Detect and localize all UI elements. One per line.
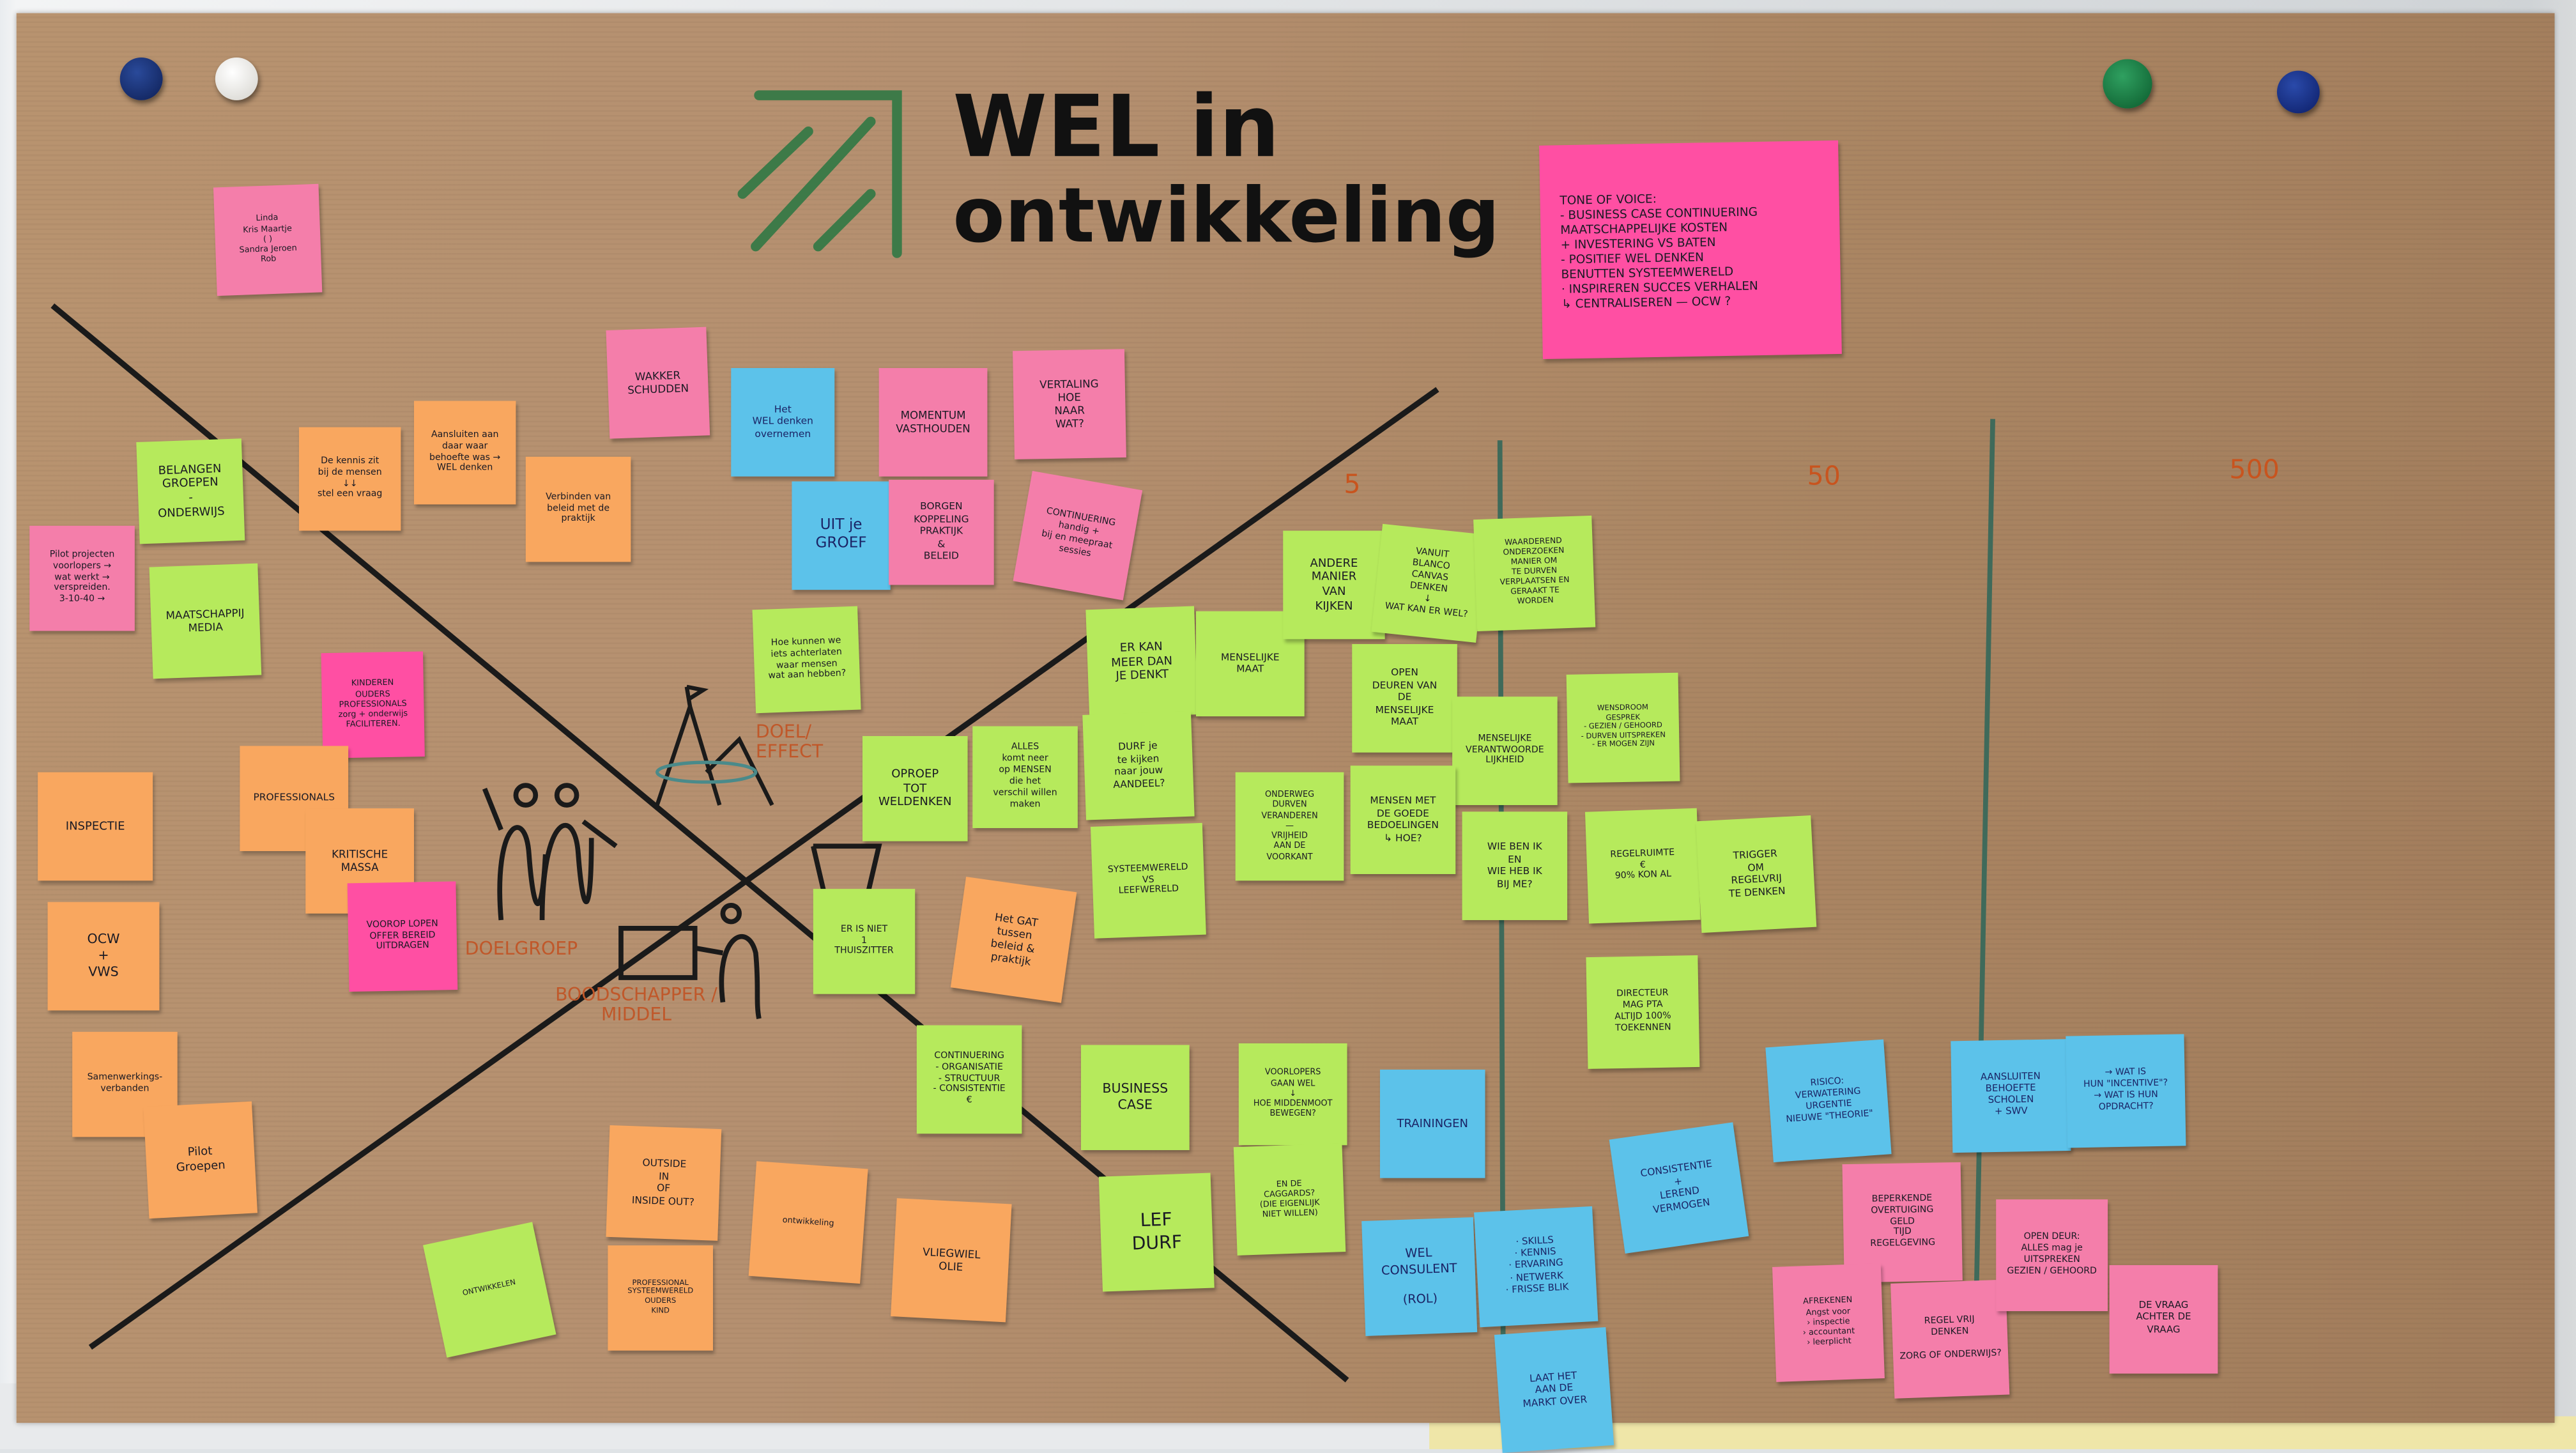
sticky-note-consistentie-lerend: CONSISTENTIE + LEREND VERMOGEN — [1609, 1122, 1749, 1254]
sticky-note-pilot-groepen: Pilot Groepen — [143, 1101, 258, 1219]
sticky-note-borgen-koppeling: BORGEN KOPPELING PRAKTIJK & BELEID — [889, 479, 994, 585]
sticky-note-lef-durf: LEF DURF — [1098, 1172, 1215, 1292]
sticky-note-wel-denken-overnemen: Het WEL denken overnemen — [731, 367, 835, 477]
sticky-note-pilot-projecten: Pilot projecten voorlopers → wat werkt →… — [29, 525, 135, 631]
sticky-note-verbinden-beleid: Verbinden van beleid met de praktijk — [525, 456, 631, 562]
sticky-note-alles-komt-neer: ALLES komt neer op MENSEN die het versch… — [972, 726, 1078, 828]
sticky-note-continuering-organisatie: CONTINUERING - ORGANISATIE - STRUCTUUR -… — [916, 1025, 1022, 1134]
sticky-note-andere-manier: ANDERE MANIER VAN KIJKEN — [1283, 530, 1385, 640]
sticky-note-afrekenen: AFREKENEN Angst voor › inspectie › accou… — [1772, 1263, 1885, 1382]
sticky-note-er-kan-meer: ER KAN MEER DAN JE DENKT — [1085, 606, 1198, 719]
sticky-note-inspectie: INSPECTIE — [38, 772, 153, 881]
sticky-note-wensdroom-gesprek: WENSDROOM GESPREK - GEZIEN / GEHOORD - D… — [1566, 672, 1680, 783]
sticky-note-belangengroepen: BELANGEN GROEPEN - ONDERWIJS — [136, 438, 245, 544]
sticky-note-ontwikkelen-sketch: ONTWIKKELEN — [423, 1222, 556, 1358]
sticky-note-regel-vrij-denken: REGEL VRIJ DENKEN ZORG OF ONDERWIJS? — [1890, 1279, 2010, 1399]
sticky-note-vliegwiel-olie: VLIEGWIEL OLIE — [891, 1198, 1012, 1323]
sticky-note-vertaling-hoe-wat: VERTALING HOE NAAR WAT? — [1013, 349, 1126, 459]
sticky-note-momentum-vasthouden: MOMENTUM VASTHOUDEN — [878, 367, 988, 477]
sticky-note-waarderend-onderzoeken: WAARDEREND ONDERZOEKEN MANIER OM TE DURV… — [1473, 515, 1596, 632]
sticky-note-onderweg-veranderen: ONDERWEG DURVEN VERANDEREN — VRIJHEID AA… — [1235, 772, 1344, 881]
sticky-note-het-gat: Het GAT tussen beleid & praktijk — [950, 877, 1077, 1003]
label-boodschapper: BOODSCHAPPER / MIDDEL — [555, 984, 717, 1026]
sticky-note-regelruimte: REGELRUIMTE € 90% KON AL — [1584, 808, 1701, 924]
sticky-note-voorop-lopen: VOOROP LOPEN OFFER BEREID UITDRAGEN — [347, 881, 458, 992]
sticky-note-triangle-systeemwereld: PROFESSIONAL SYSTEEMWERELD OUDERS KIND — [608, 1245, 713, 1351]
sticky-note-trigger-regelvrij: TRIGGER OM REGELVRIJ TE DENKEN — [1696, 815, 1817, 934]
sticky-note-incentive-opdracht: → WAT IS HUN "INCENTIVE"? → WAT IS HUN O… — [2066, 1034, 2186, 1148]
sticky-note-ocw-vws: OCW + VWS — [47, 902, 160, 1011]
sticky-note-voorlopers-middenmoot: VOORLOPERS GAAN WEL ↓ HOE MIDDENMOOT BEW… — [1238, 1043, 1347, 1146]
sticky-note-open-deur-uitspreken: OPEN DEUR: ALLES mag je UITSPREKEN GEZIE… — [1996, 1199, 2108, 1311]
sticky-note-menselijke-verantwoordelijkheid: MENSELIJKE VERANTWOORDE LIJKHEID — [1452, 696, 1558, 805]
sticky-note-risico-verwatering: RISICO: VERWATERING URGENTIE NIEUWE "THE… — [1765, 1039, 1892, 1163]
sticky-note-spiral-ontwikkeling: ontwikkeling — [748, 1161, 868, 1284]
sticky-note-de-kennis-zit: De kennis zit bij de mensen ↓↓ stel een … — [298, 427, 401, 531]
sticky-note-directeur-pta: DIRECTEUR MAG PTA ALTIJD 100% TOEKENNEN — [1586, 955, 1700, 1069]
sticky-note-maatschappij-media: MAATSCHAPPIJ MEDIA — [149, 563, 262, 679]
sticky-note-vraag-achter-vraag: DE VRAAG ACHTER DE VRAAG — [2109, 1265, 2218, 1374]
sticky-note-skills-kennis: · SKILLS · KENNIS · ERVARING · NETWERK ·… — [1474, 1206, 1598, 1328]
sticky-note-blanco-canvas: VANUIT BLANCO CANVAS DENKEN ↓ WAT KAN ER… — [1371, 523, 1487, 643]
sticky-note-iets-achterlaten: Hoe kunnen we iets achterlaten waar mens… — [752, 606, 861, 714]
label-doel-effect: DOEL/ EFFECT — [755, 721, 824, 763]
sticky-note-aansluiten-behoefte: Aansluiten aan daar waar behoefte was → … — [413, 401, 516, 505]
sticky-note-tone-of-voice: TONE OF VOICE: - BUSINESS CASE CONTINUER… — [1539, 140, 1842, 360]
magnet-navy — [119, 57, 163, 100]
sticky-note-outside-in: OUTSIDE IN OF INSIDE OUT? — [606, 1125, 722, 1241]
title-line-2: ontwikkeling — [953, 171, 1500, 260]
title-line-1: WEL in — [953, 79, 1280, 178]
magnet-blue — [2276, 70, 2320, 114]
sticky-note-aansluiten-scholen: AANSLUITEN BEHOEFTE SCHOLEN + SWV — [1951, 1039, 2071, 1153]
sticky-note-open-deuren: OPEN DEUREN VAN DE MENSELIJKE MAAT — [1352, 643, 1457, 753]
sticky-note-continuering-sessies: CONTINUERING handig + bij en meepraat se… — [1013, 470, 1143, 601]
magnet-green — [2103, 59, 2152, 109]
sticky-note-wakker-schudden: WAKKER SCHUDDEN — [606, 327, 710, 439]
magnet-white — [215, 57, 258, 100]
sticky-note-systeemwereld-leefwereld: SYSTEEMWERELD VS LEEFWERELD — [1090, 822, 1206, 939]
scale-label-50: 50 — [1807, 459, 1841, 491]
scale-label-5: 5 — [1344, 468, 1361, 500]
sticky-note-wie-ben-ik: WIE BEN IK EN WIE HEB IK BIJ ME? — [1462, 811, 1568, 920]
sticky-note-team-names: Linda Kris Maartje ( ) Sandra Jeroen Rob — [213, 183, 323, 296]
sticky-note-business-case: BUSINESS CASE — [1080, 1045, 1190, 1150]
sticky-note-trainingen: TRAININGEN — [1379, 1069, 1485, 1178]
sticky-note-durf-aandeel: DURF je te kijken naar jouw AANDEEL? — [1082, 711, 1195, 820]
sticky-note-caggards: EN DE CAGGARDS? (DIE EIGENLIJK NIET WILL… — [1233, 1143, 1346, 1256]
sticky-note-wel-consulent: WEL CONSULENT (ROL) — [1361, 1217, 1478, 1336]
sticky-note-laat-aan-markt: LAAT HET AAN DE MARKT OVER — [1494, 1326, 1614, 1453]
label-doelgroep: DOELGROEP — [464, 938, 578, 960]
scale-label-500: 500 — [2229, 453, 2280, 485]
sticky-note-uit-je-groef: UIT je GROEF — [792, 481, 891, 590]
sticky-note-niet-1-thuiszitter: ER IS NIET 1 THUISZITTER — [813, 889, 916, 994]
sticky-note-kinderen-ouders-professionals: KINDEREN OUDERS PROFESSIONALS zorg + ond… — [321, 651, 425, 758]
sticky-note-mensen-goede-bedoelingen: MENSEN MET DE GOEDE BEDOELINGEN ↳ HOE? — [1350, 765, 1456, 874]
sticky-note-oproep-weldenken: OPROEP TOT WELDENKEN — [862, 735, 968, 842]
